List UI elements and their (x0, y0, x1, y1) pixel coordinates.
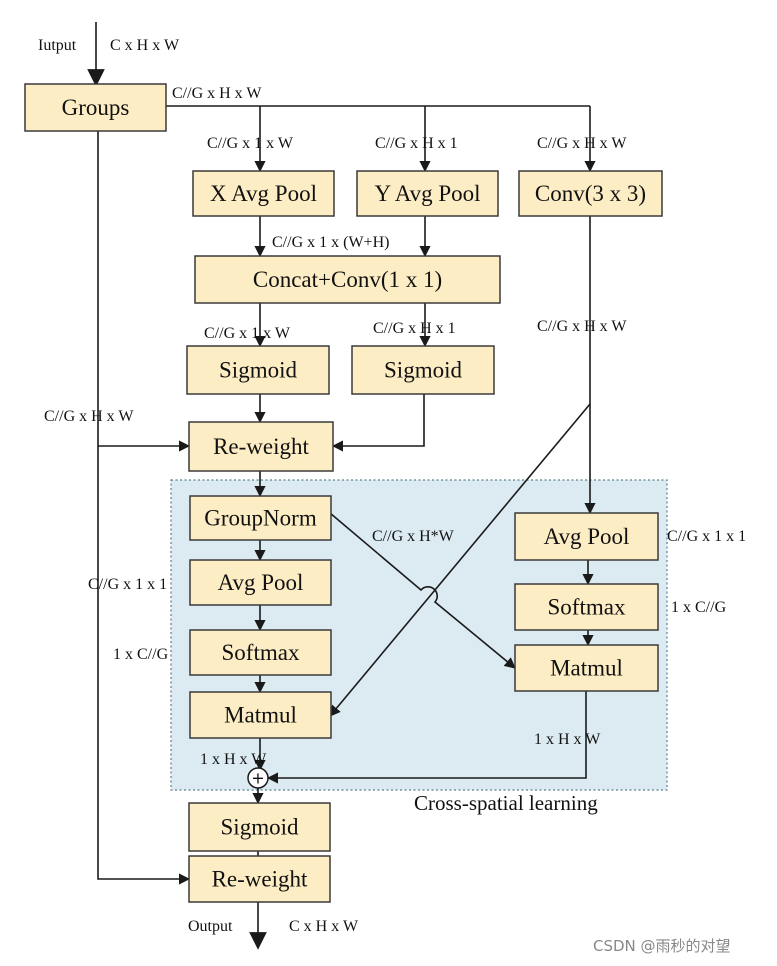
node-avgpool-right: Avg Pool (514, 512, 659, 561)
label-to-ypool: C//G x H x 1 (375, 135, 458, 152)
groupnorm-to-matmul-right (329, 512, 516, 669)
svg-text:Groups: Groups (62, 95, 130, 120)
node-matmul-right: Matmul (514, 644, 659, 692)
cross-spatial-label: Cross-spatial learning (414, 791, 598, 815)
svg-text:Avg Pool: Avg Pool (218, 570, 304, 595)
node-conv3x3: Conv(3 x 3) (518, 170, 663, 217)
label-groups-out: C//G x H x W (172, 85, 262, 102)
svg-text:Avg Pool: Avg Pool (544, 524, 630, 549)
svg-text:Conv(3 x 3): Conv(3 x 3) (535, 181, 646, 206)
label-concat-shape: C//G x 1 x (W+H) (272, 234, 389, 251)
svg-text:Matmul: Matmul (550, 656, 623, 681)
svg-text:Concat+Conv(1 x 1): Concat+Conv(1 x 1) (253, 267, 442, 292)
watermark: CSDN @雨秒的对望 (593, 937, 731, 955)
node-softmax-left: Softmax (189, 629, 332, 676)
edges (87, 22, 596, 950)
svg-text:Softmax: Softmax (222, 640, 300, 665)
svg-text:Sigmoid: Sigmoid (221, 815, 299, 840)
node-groupnorm: GroupNorm (189, 495, 332, 541)
node-sigmoid-right: Sigmoid (351, 345, 495, 395)
label-input-shape: C x H x W (110, 37, 180, 54)
svg-text:Matmul: Matmul (224, 703, 297, 728)
label-right-matmul-out: 1 x H x W (534, 731, 601, 748)
label-left-pool-shape: C//G x 1 x 1 (88, 576, 167, 593)
node-concat-conv: Concat+Conv(1 x 1) (194, 255, 501, 304)
label-output: Output (188, 918, 233, 935)
label-to-xpool: C//G x 1 x W (207, 135, 294, 152)
label-right-softmax-shape: 1 x C//G (671, 599, 727, 616)
svg-text:Softmax: Softmax (548, 595, 626, 620)
label-skip-shape: C//G x H x W (44, 408, 134, 425)
label-cross-hw: C//G x H*W (372, 528, 455, 545)
matmul-right-to-add (266, 691, 587, 784)
label-output-shape: C x H x W (289, 918, 359, 935)
label-to-conv: C//G x H x W (537, 135, 627, 152)
node-matmul-left: Matmul (189, 691, 332, 739)
node-x-avg-pool: X Avg Pool (192, 170, 335, 217)
node-y-avg-pool: Y Avg Pool (356, 170, 499, 217)
svg-text:Y Avg Pool: Y Avg Pool (374, 181, 480, 206)
svg-text:+: + (251, 769, 264, 788)
node-softmax-right: Softmax (514, 583, 659, 631)
edge-labels: Iutput C x H x W C//G x H x W C//G x 1 x… (38, 37, 746, 935)
label-split-left: C//G x 1 x W (204, 325, 291, 342)
node-avgpool-left: Avg Pool (189, 559, 332, 606)
node-reweight-bottom: Re-weight (188, 855, 331, 903)
skip-to-reweight-bottom (97, 131, 191, 885)
svg-text:Re-weight: Re-weight (212, 867, 308, 892)
svg-text:Re-weight: Re-weight (213, 434, 309, 459)
label-conv-out: C//G x H x W (537, 318, 627, 335)
label-input: Iutput (38, 37, 77, 54)
node-groups: Groups (24, 83, 167, 132)
node-add: + (247, 767, 269, 789)
node-reweight-top: Re-weight (188, 421, 334, 472)
svg-text:Sigmoid: Sigmoid (219, 358, 297, 383)
svg-text:Sigmoid: Sigmoid (384, 358, 462, 383)
svg-text:GroupNorm: GroupNorm (204, 506, 317, 531)
svg-text:X Avg Pool: X Avg Pool (210, 181, 317, 206)
label-right-pool-shape: C//G x 1 x 1 (667, 528, 746, 545)
conv-to-matmul-left (329, 403, 591, 717)
label-left-matmul-out: 1 x H x W (200, 751, 267, 768)
label-left-softmax-shape: 1 x C//G (113, 646, 169, 663)
label-split-right: C//G x H x 1 (373, 320, 456, 337)
node-sigmoid-left: Sigmoid (186, 345, 330, 395)
node-sigmoid-bottom: Sigmoid (188, 802, 331, 852)
sigmoid-right-to-reweight (331, 394, 425, 452)
